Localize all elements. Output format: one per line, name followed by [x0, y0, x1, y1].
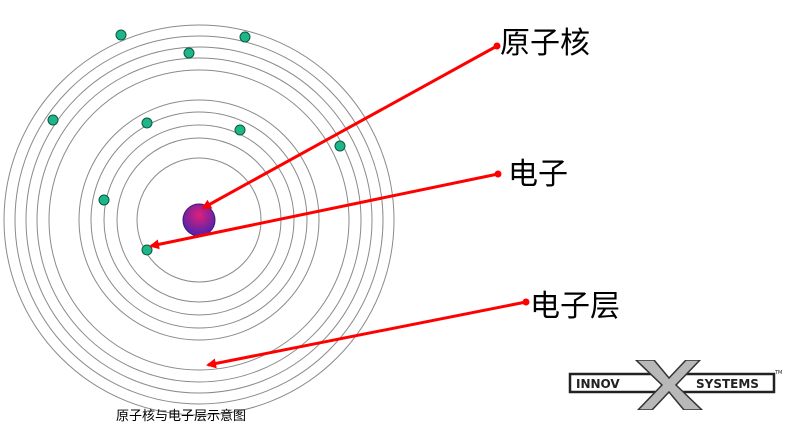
electron	[234, 124, 246, 136]
arrow-tail-dot	[493, 42, 501, 50]
label-electron: 电子	[508, 157, 568, 192]
orbit-ring-5	[78, 99, 320, 341]
electron	[334, 140, 346, 152]
electron	[98, 194, 110, 206]
orbit-ring-10	[3, 24, 395, 416]
electron	[183, 47, 195, 59]
arrow-shell	[206, 300, 527, 369]
orbit-ring-4	[90, 111, 308, 329]
logo-x-shape	[634, 360, 704, 410]
electrons	[47, 29, 346, 256]
logo-tm: TM	[774, 370, 782, 376]
orbit-ring-9	[14, 35, 384, 405]
arrow-tail-dots	[493, 42, 530, 306]
arrow-tail-dot	[494, 170, 502, 178]
electron	[115, 29, 127, 41]
electron	[239, 31, 251, 43]
arrow-tail-dot	[522, 298, 530, 306]
arrow-nucleus	[201, 44, 498, 210]
orbit-ring-1	[136, 157, 262, 283]
orbit-rings	[3, 24, 395, 416]
label-nucleus: 原子核	[500, 26, 590, 61]
electron	[141, 117, 153, 129]
logo-left-text: INNOV	[576, 377, 620, 391]
arrow-electron	[149, 172, 499, 250]
orbit-ring-3	[103, 124, 295, 316]
orbit-ring-8	[25, 46, 373, 394]
orbit-ring-7	[36, 57, 362, 383]
pointer-arrows	[149, 44, 527, 369]
diagram-caption: 原子核与电子层示意图	[116, 409, 247, 424]
nucleus	[182, 203, 216, 237]
orbit-ring-6	[48, 69, 350, 371]
logo-right-text: SYSTEMS	[696, 377, 759, 391]
innovx-logo: INNOV SYSTEMS TM	[568, 360, 782, 410]
electron	[47, 114, 59, 126]
electron	[141, 244, 153, 256]
label-electron-shell: 电子层	[530, 289, 620, 324]
